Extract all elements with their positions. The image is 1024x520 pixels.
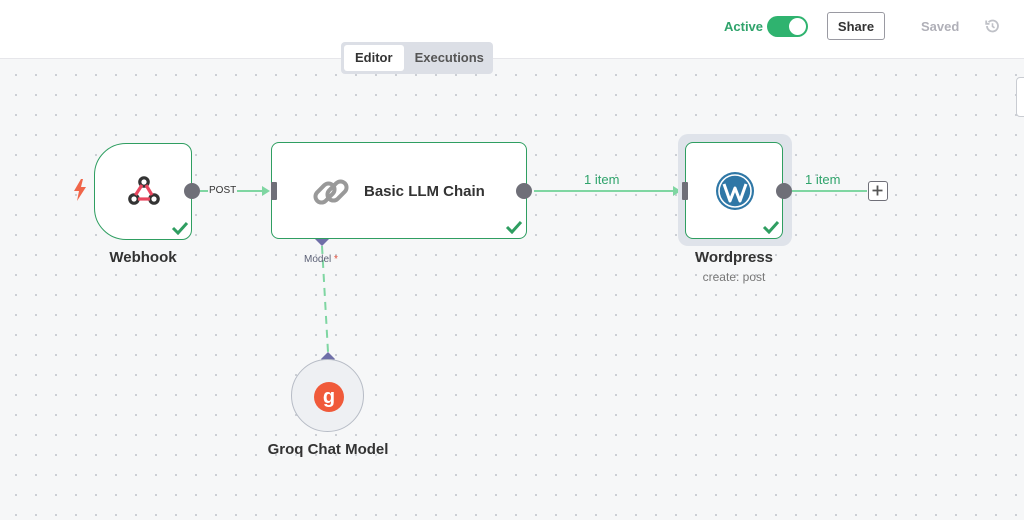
edge-label-post: POST — [208, 185, 238, 196]
success-check-icon — [505, 220, 523, 234]
edge-label-items: 1 item — [584, 172, 620, 187]
wordpress-node-name: Wordpress — [694, 249, 774, 266]
llm-output-handle[interactable] — [516, 183, 532, 199]
toggle-knob — [789, 18, 806, 35]
add-node-button[interactable] — [868, 181, 888, 201]
active-label: Active — [724, 19, 764, 34]
tab-editor[interactable]: Editor — [344, 45, 404, 71]
basic-llm-chain-node[interactable]: Basic LLM Chain — [271, 142, 527, 239]
wordpress-output-handle[interactable] — [776, 183, 792, 199]
groq-icon: g — [314, 382, 344, 412]
tab-executions[interactable]: Executions — [414, 50, 484, 65]
llm-input-handle[interactable] — [271, 182, 277, 200]
wordpress-node-subtitle: create: post — [702, 270, 766, 284]
success-check-icon — [762, 220, 780, 234]
success-check-icon — [171, 221, 189, 235]
lightning-icon — [74, 179, 86, 201]
wordpress-input-handle[interactable] — [682, 182, 688, 200]
share-button[interactable]: Share — [827, 12, 885, 40]
webhook-icon — [128, 176, 160, 205]
workflow-canvas[interactable] — [0, 59, 1024, 520]
view-tabs: Editor Executions — [341, 42, 493, 74]
arrowhead-icon — [673, 186, 681, 196]
plus-icon — [872, 185, 883, 196]
wordpress-icon — [716, 172, 754, 210]
webhook-output-handle[interactable] — [184, 183, 200, 199]
arrowhead-icon — [262, 186, 270, 196]
webhook-node[interactable] — [94, 143, 192, 240]
saved-status: Saved — [921, 19, 960, 34]
groq-node-name: Groq Chat Model — [267, 441, 389, 458]
history-icon[interactable] — [983, 17, 1001, 35]
top-header: Active Share Saved — [0, 0, 1024, 59]
llm-node-name: Basic LLM Chain — [364, 183, 485, 200]
active-toggle[interactable] — [767, 16, 808, 37]
groq-chat-model-node[interactable]: g — [291, 359, 364, 432]
wordpress-node[interactable] — [685, 142, 783, 239]
webhook-node-name: Webhook — [109, 249, 177, 266]
edge-label-items: 1 item — [805, 172, 841, 187]
chain-link-icon — [313, 179, 349, 205]
side-panel-handle[interactable] — [1016, 77, 1024, 117]
edge-model-groq[interactable] — [321, 245, 329, 353]
model-port-label: Model * — [304, 254, 338, 265]
